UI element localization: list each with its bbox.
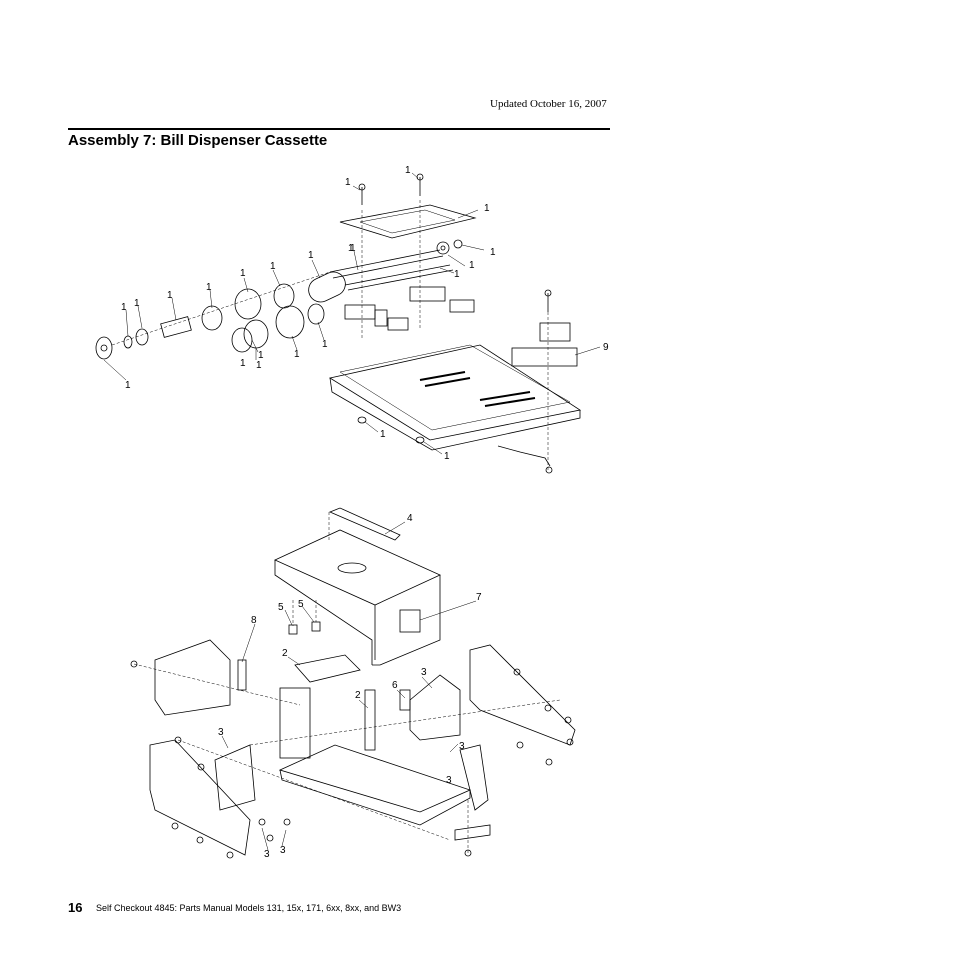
callout-label: 1 [348,243,354,254]
callout-label: 1 [270,261,276,272]
updated-date: Updated October 16, 2007 [490,98,607,110]
callout-label: 2 [282,648,288,659]
callout-label: 1 [240,268,246,279]
top-assembly-drawing [95,173,582,474]
callout-label: 1 [121,302,127,313]
callout-label: 1 [167,290,173,301]
title-rule [68,128,610,130]
callout-label: 1 [380,429,386,440]
callout-label: 8 [251,615,257,626]
page-number: 16 [68,900,83,915]
callout-label: 1 [405,165,411,176]
callout-label: 1 [469,260,475,271]
callout-label: 1 [444,451,450,462]
callout-label: 1 [350,243,356,254]
callout-label: 1 [484,203,490,214]
callout-label: 1 [206,282,212,293]
callout-label: 3 [264,849,270,860]
page-title: Assembly 7: Bill Dispenser Cassette [68,132,328,149]
callout-label: 5 [278,602,284,613]
callout-label: 1 [345,177,351,188]
callout-label: 1 [454,269,460,280]
callout-label: 3 [218,727,224,738]
callout-label: 1 [294,349,300,360]
callout-label: 1 [490,247,496,258]
bottom-assembly-drawing [130,507,576,859]
top-leader-lines [103,172,601,455]
callout-label: 1 [256,360,262,371]
callout-label: 7 [476,592,482,603]
callout-label: 1 [240,358,246,369]
bottom-leader-lines [221,521,477,851]
footer-title: Self Checkout 4845: Parts Manual Models … [96,903,402,913]
callout-label: 9 [603,342,609,353]
callout-label: 3 [280,845,286,856]
callout-label: 1 [308,250,314,261]
callout-label: 5 [298,599,304,610]
callout-label: 3 [459,741,465,752]
callout-label: 3 [421,667,427,678]
bottom-callouts: 4 7 5 5 8 2 2 6 3 3 3 3 3 3 [218,513,482,860]
top-callouts: 1 1 1 1 1 1 1 1 1 1 1 1 1 1 1 1 1 1 1 1 … [121,165,609,462]
callout-label: 2 [355,690,361,701]
callout-label: 4 [407,513,413,524]
callout-label: 1 [258,350,264,361]
callout-label: 1 [134,298,140,309]
callout-label: 6 [392,680,398,691]
callout-label: 3 [446,775,452,786]
callout-label: 1 [322,339,328,350]
callout-label: 1 [125,380,131,391]
